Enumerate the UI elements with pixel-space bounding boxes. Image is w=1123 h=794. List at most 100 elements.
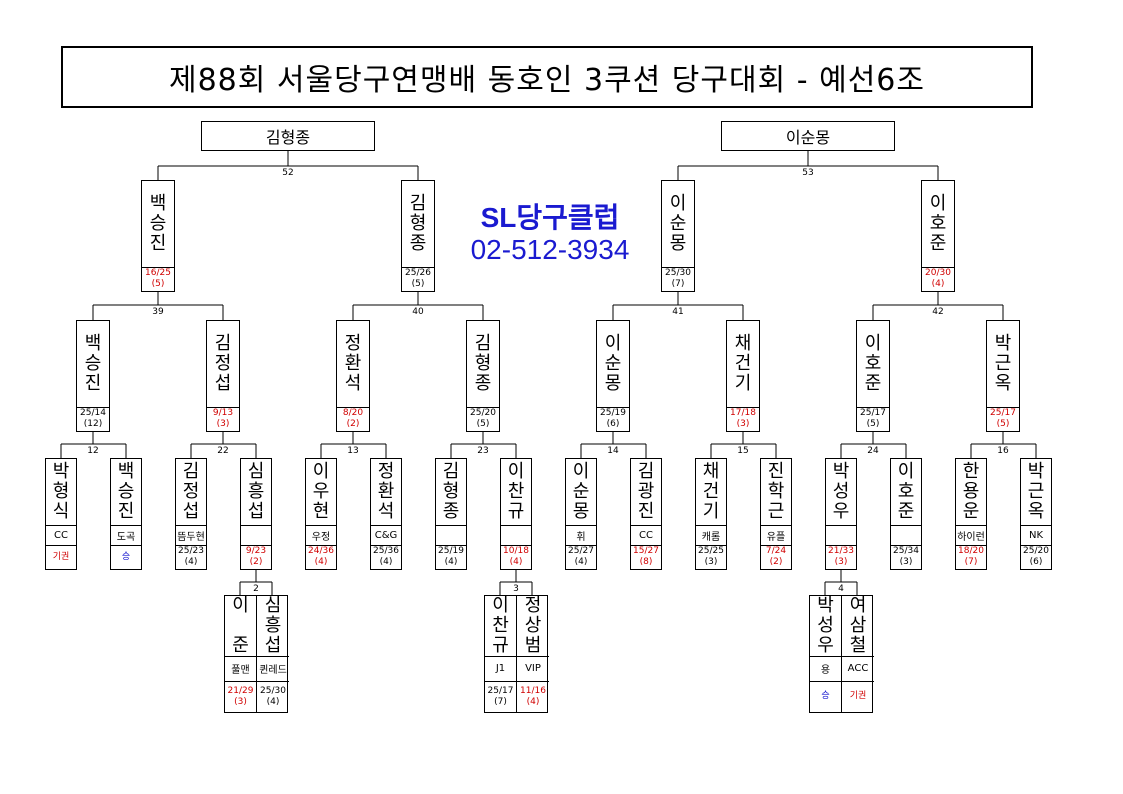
match-number: 39 [152,307,164,317]
name-char: 상 [524,615,542,636]
score: 25/20 [1023,546,1049,556]
innings: (5) [866,419,880,429]
score: 10/18 [503,546,529,556]
innings: (5) [476,419,490,429]
name-char: 운 [962,501,980,522]
name-char: 종 [442,501,460,522]
score-cell: 25/20(5) [467,407,499,431]
sponsor-phone: 02-512-3934 [470,234,630,265]
innings: (8) [639,557,653,567]
score-cell: 기권 [842,681,874,712]
club-name [241,525,271,546]
final-box: 이순몽 [721,121,895,151]
club-name [501,525,531,546]
page-title: 제88회 서울당구연맹배 동호인 3쿠션 당구대회 - 예선6조 [61,46,1033,108]
score-cell: 9/23(2) [241,545,271,569]
name-char: 승 [149,213,167,234]
club-name: ACC [842,656,874,682]
score-cell: 20/30(4) [922,267,954,291]
name-char: 몽 [604,373,622,394]
score: 25/14 [80,408,106,418]
innings: (4) [266,696,280,707]
name-char: 흥 [247,481,265,502]
score: 25/26 [405,268,431,278]
name-char: 김 [214,333,232,354]
club-name: 하이런 [956,525,986,546]
score-cell: 25/14(12) [77,407,109,431]
name-char: 근 [767,501,785,522]
score-cell: 25/19(6) [597,407,629,431]
name-char: 이 [572,461,590,482]
name-char: 종 [474,373,492,394]
name-char: 진 [637,501,655,522]
name-char: 김 [637,461,655,482]
name-char: 정 [344,333,362,354]
name-char: 이 [507,461,525,482]
match-number: 3 [513,584,519,594]
innings: (5) [996,419,1010,429]
name-char: 범 [524,635,542,656]
score: 승 [121,551,131,562]
name-char: 환 [377,481,395,502]
name-char: 섭 [247,501,265,522]
name-char: 채 [734,333,752,354]
name-char: 김 [182,461,200,482]
score-cell: 11/16(4) [517,681,549,712]
name-char: 호 [864,353,882,374]
innings: (7) [964,557,978,567]
match-number: 23 [477,446,489,456]
name-char: 김 [442,461,460,482]
score-cell: 25/20(6) [1021,545,1051,569]
name-char: 섭 [214,373,232,394]
score: 15/27 [633,546,659,556]
club-name: J1 [485,656,516,682]
name-char: 종 [409,233,427,254]
match-number: 4 [838,584,844,594]
innings: (4) [574,557,588,567]
innings: (2) [249,557,263,567]
score-cell: 25/30(7) [662,267,694,291]
innings: (3) [704,557,718,567]
name-char: 광 [637,481,655,502]
score-cell: 21/33(3) [826,545,856,569]
match-number: 2 [253,584,259,594]
score-cell: 25/19(4) [436,545,466,569]
match-number: 52 [282,168,294,178]
score-cell: 24/36(4) [306,545,336,569]
innings: (12) [83,419,103,429]
score-cell: 승 [810,681,841,712]
name-char: 이 [929,193,947,214]
name-char: 김 [409,193,427,214]
club-name: 용 [810,656,841,682]
club-name: 풀맨 [225,656,256,682]
name-char: 형 [474,353,492,374]
name-char: 정 [182,481,200,502]
score: 7/24 [765,546,787,556]
innings: (2) [346,419,360,429]
name-char [238,616,244,636]
name-char: 박 [817,595,834,616]
